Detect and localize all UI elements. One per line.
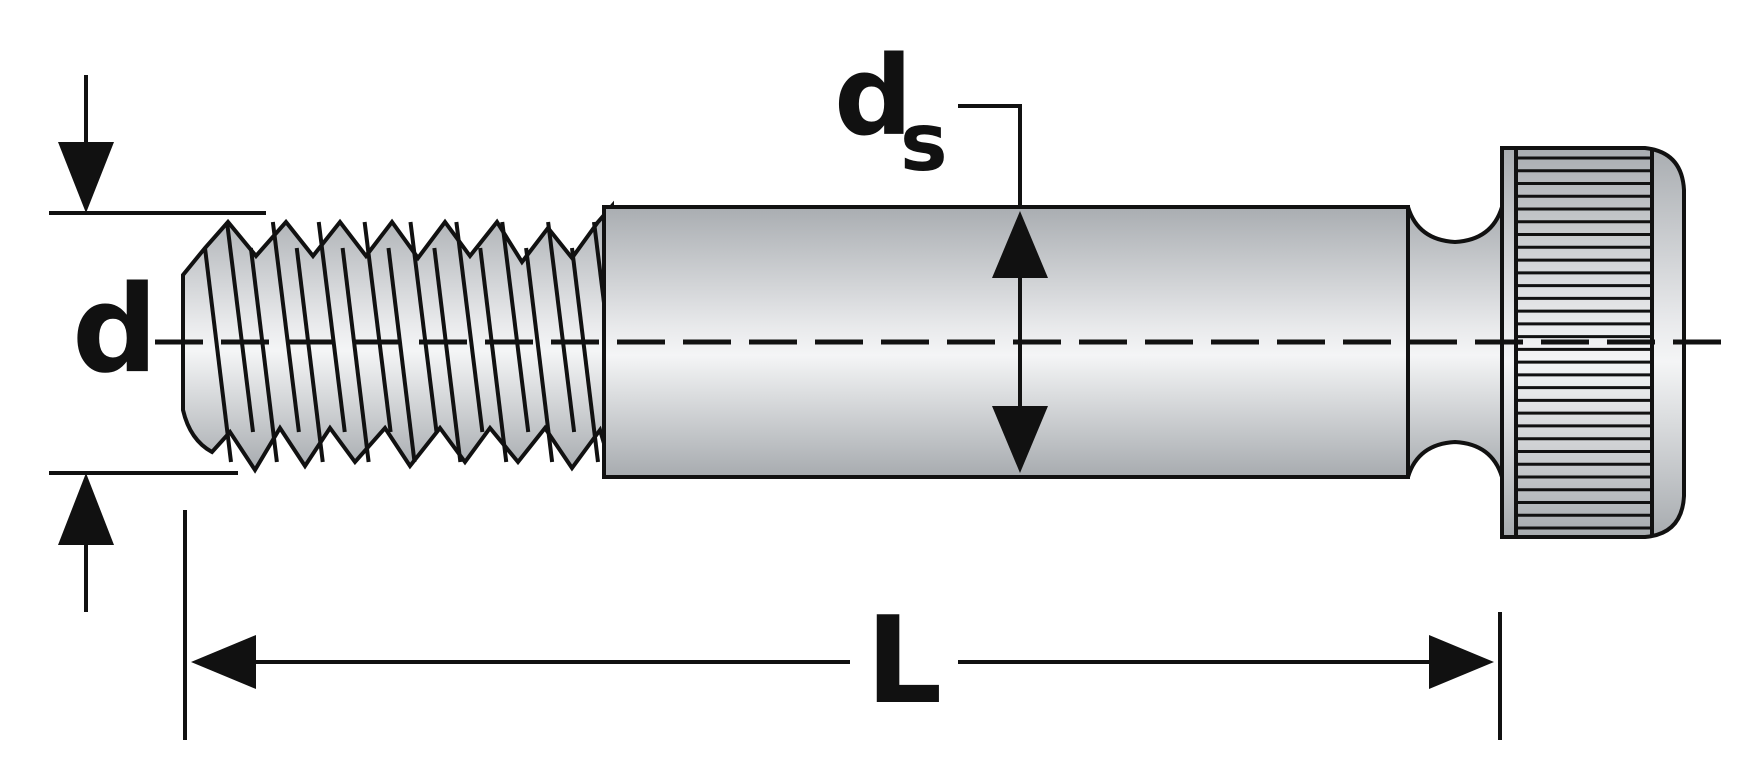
thread-flank-line <box>248 247 279 463</box>
thread-flank-line <box>362 221 393 433</box>
arrowhead-right-icon <box>1429 635 1494 689</box>
arrowhead-down-icon <box>58 142 114 213</box>
thread-flank-line <box>340 247 371 463</box>
thread-flank-line <box>546 221 577 433</box>
thread-flank-line <box>478 247 509 463</box>
shoulder-diameter-dimension <box>958 104 1048 473</box>
threaded-section <box>181 200 622 474</box>
thread-flank-line <box>386 247 417 463</box>
arrowhead-left-icon <box>191 635 256 689</box>
thread-flank-lines <box>203 221 622 463</box>
thread-flank-line <box>524 247 555 463</box>
thread-flank-line <box>500 221 531 433</box>
length-label: L <box>866 592 942 731</box>
length-dimension <box>183 510 1502 740</box>
head-body <box>1500 146 1686 539</box>
shoulder-diameter-label-main: d <box>834 32 913 160</box>
thread-flank-line <box>316 221 347 433</box>
thread-flank-line <box>294 247 325 463</box>
thread-diameter-label: d <box>72 261 158 400</box>
thread-flank-line <box>225 221 255 433</box>
arrowhead-up-icon <box>992 211 1048 278</box>
knurled-head <box>1500 146 1686 539</box>
thread-flank-line <box>203 247 233 463</box>
thread-flank-line <box>454 221 485 433</box>
thread-flank-line <box>408 221 439 433</box>
thread-flank-line <box>570 247 600 463</box>
knurl-lines <box>1516 156 1652 530</box>
thread-diameter-dimension <box>49 75 266 612</box>
shoulder-diameter-label-sub: s <box>900 96 948 189</box>
leader-line <box>958 104 1022 205</box>
arrowhead-up-icon <box>58 473 114 545</box>
arrowhead-down-icon <box>992 406 1048 473</box>
thread-flank-line <box>270 221 301 433</box>
thread-flank-line <box>432 247 463 463</box>
